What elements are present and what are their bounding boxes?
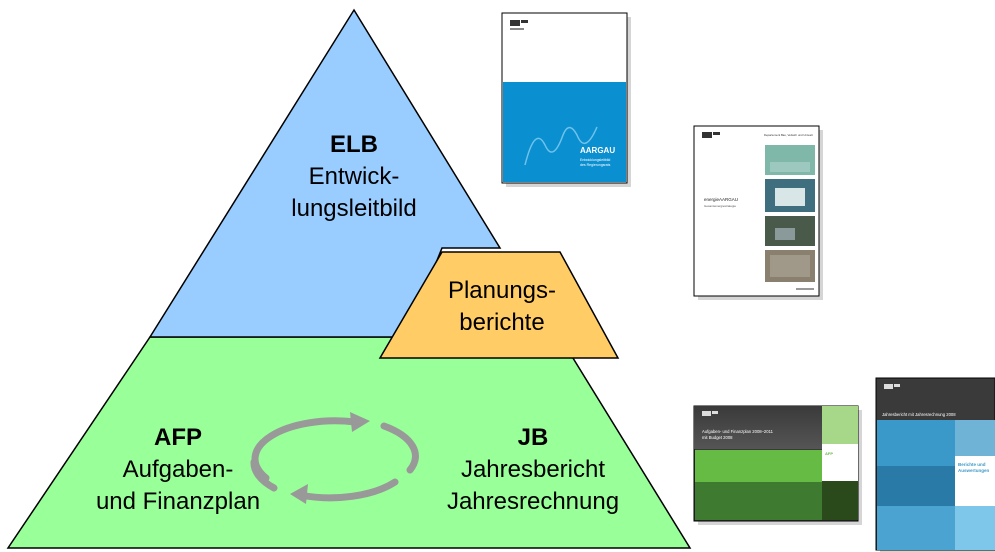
cycle-arrows-icon [250, 417, 419, 502]
document-thumbnail-jb: Jahresbericht mit Jahresrechnung 2008 Be… [875, 377, 995, 552]
elb-abbr: ELB [330, 131, 378, 158]
afp-label-line2: und Finanzplan [96, 488, 260, 515]
afp-abbr: AFP [154, 424, 202, 451]
doc3-label: AFP [825, 451, 833, 456]
planung-label-line1: Planungs- [448, 277, 556, 304]
jb-label-line2: Jahresrechnung [447, 488, 619, 515]
doc2-title: energieAARGAU [704, 197, 738, 202]
doc2-subtitle: Gesamtenergiestrategie [704, 204, 736, 208]
afp-label-line1: Aufgaben- [123, 456, 234, 483]
pyramid-bottom-afp-jb [6, 336, 692, 549]
doc4-title: Jahresbericht mit Jahresrechnung 2008 [882, 412, 956, 417]
elb-label-line2: lungsleitbild [291, 195, 416, 222]
doc3-title2: mit Budget 2008 [702, 435, 733, 440]
doc4-label2: Auswertungen [958, 468, 990, 473]
jb-label-line1: Jahresbericht [461, 456, 605, 483]
trapezoid-planungsberichte [378, 251, 620, 359]
document-thumbnail-elb: AARGAU Entwicklungsleitbild des Regierun… [501, 12, 631, 187]
doc1-subtitle1: Entwicklungsleitbild [580, 158, 610, 162]
doc3-title1: Aufgaben- und Finanzplan 2008–2011 [702, 429, 774, 434]
elb-label-line1: Entwick- [309, 163, 400, 190]
planung-label-line2: berichte [459, 309, 544, 336]
doc1-subtitle2: des Regierungsrats [580, 163, 611, 167]
cycle-arrowheads [290, 412, 370, 504]
jb-abbr: JB [518, 424, 549, 451]
document-thumbnail-planungsbericht: Departement Bau, Verkehr und Umwelt ener… [693, 125, 823, 300]
document-thumbnail-afp: Aufgaben- und Finanzplan 2008–2011 mit B… [693, 405, 862, 525]
doc2-header: Departement Bau, Verkehr und Umwelt [764, 133, 813, 137]
doc1-title: AARGAU [580, 146, 615, 155]
doc4-label1: Berichte und [958, 462, 986, 467]
